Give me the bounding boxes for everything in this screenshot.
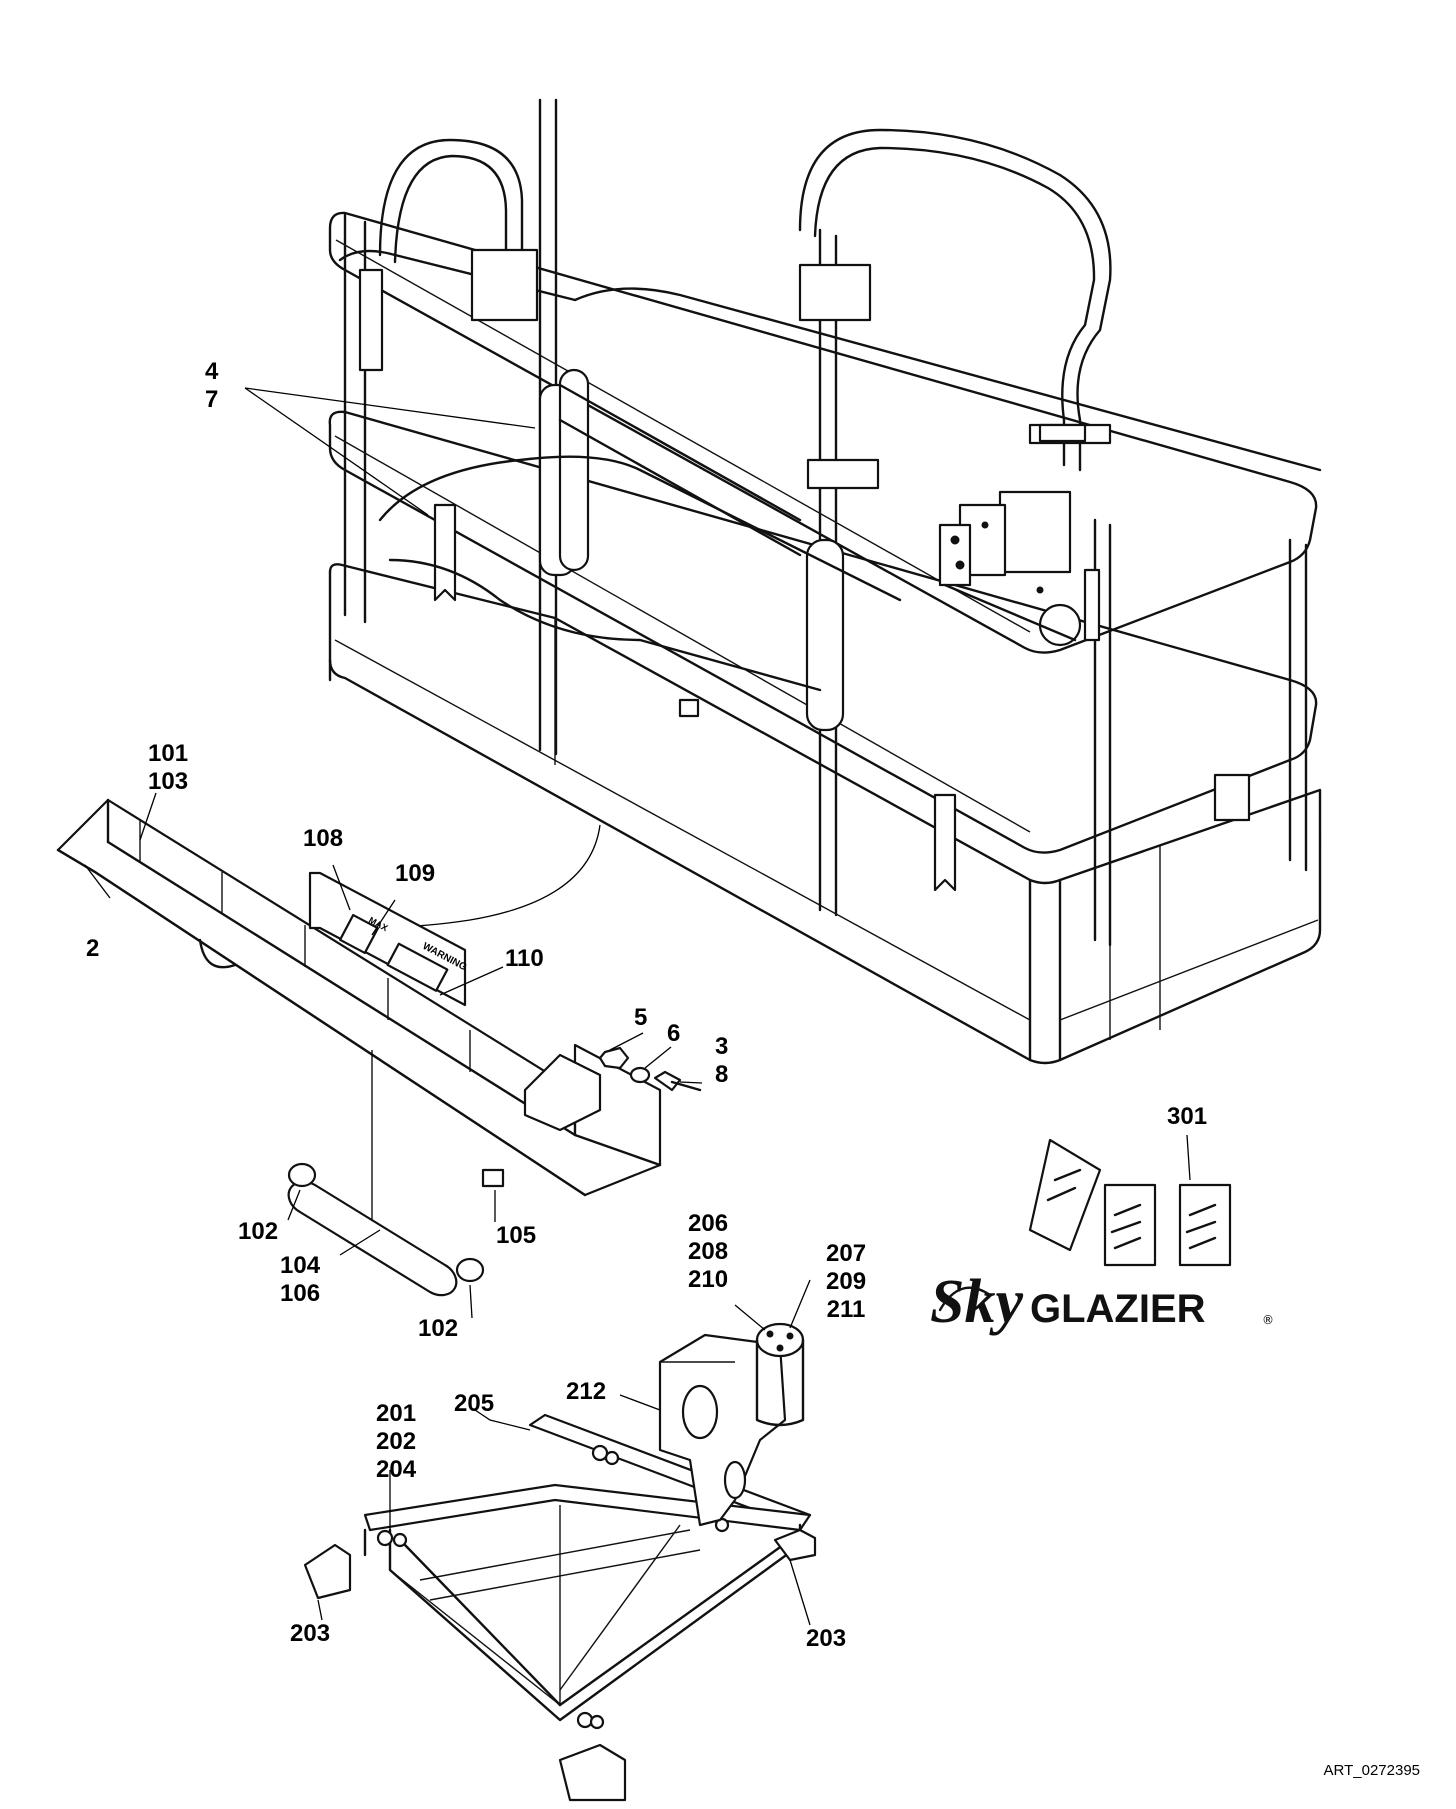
callout-7: 7 — [205, 386, 219, 413]
skyglazier-logo — [938, 1134, 1232, 1312]
callout-3-8: 3 8 — [715, 1033, 728, 1089]
fastener-set — [598, 1046, 702, 1092]
callout-108: 108 — [303, 825, 344, 852]
callout-102-right: 102 — [418, 1315, 459, 1342]
callout-201: 201 — [376, 1400, 417, 1427]
mounting-frame — [303, 1413, 817, 1802]
art-reference-id: ART_0272395 — [1323, 1762, 1420, 1779]
callout-201-202-204: 201 202 204 — [376, 1400, 416, 1484]
callout-208: 208 — [688, 1238, 729, 1265]
callout-301: 301 — [1167, 1103, 1208, 1130]
callout-207: 207 — [826, 1240, 867, 1267]
callout-5: 5 — [634, 1004, 648, 1031]
callout-101: 101 — [148, 740, 189, 767]
logo-script: Sky — [930, 1268, 1023, 1336]
plug-105 — [481, 1168, 505, 1188]
logo-registered-mark: ® — [1262, 1313, 1274, 1327]
platform-basket — [328, 98, 1322, 1065]
logo-wordmark: GLAZIER — [1030, 1287, 1206, 1331]
rotator-bracket — [658, 1322, 805, 1527]
rail-tray — [56, 798, 662, 1197]
roller-assembly — [287, 1162, 485, 1297]
callout-106: 106 — [280, 1280, 321, 1307]
callout-209: 209 — [826, 1268, 867, 1295]
callout-104-106: 104 106 — [280, 1252, 320, 1308]
callout-6: 6 — [667, 1020, 681, 1047]
callout-207-209-211: 207 209 211 — [826, 1240, 866, 1324]
callout-202: 202 — [376, 1428, 417, 1455]
callout-110: 110 — [505, 945, 544, 972]
callout-103: 103 — [148, 768, 189, 795]
callout-210: 210 — [688, 1266, 729, 1293]
callout-203-left: 203 — [290, 1620, 331, 1647]
callout-101-103: 101 103 — [148, 740, 188, 796]
control-valve-assembly — [938, 423, 1101, 647]
callout-204: 204 — [376, 1456, 417, 1483]
callout-109: 109 — [395, 860, 436, 887]
leader-lines — [84, 792, 811, 1626]
callout-104: 104 — [280, 1252, 321, 1279]
callout-8: 8 — [715, 1061, 729, 1088]
callout-4: 4 — [205, 358, 219, 385]
callout-2: 2 — [86, 935, 100, 962]
callout-211: 211 — [826, 1296, 866, 1323]
callout-212: 212 — [566, 1378, 607, 1405]
callout-205: 205 — [454, 1390, 495, 1417]
callout-102-left: 102 — [238, 1218, 279, 1245]
callout-105: 105 — [496, 1222, 537, 1249]
callout-206-208-210: 206 208 210 — [688, 1210, 728, 1294]
callout-206: 206 — [688, 1210, 729, 1237]
callout-4-7: 4 7 — [205, 358, 218, 414]
callout-203-right: 203 — [806, 1625, 847, 1652]
callout-3: 3 — [715, 1033, 729, 1060]
